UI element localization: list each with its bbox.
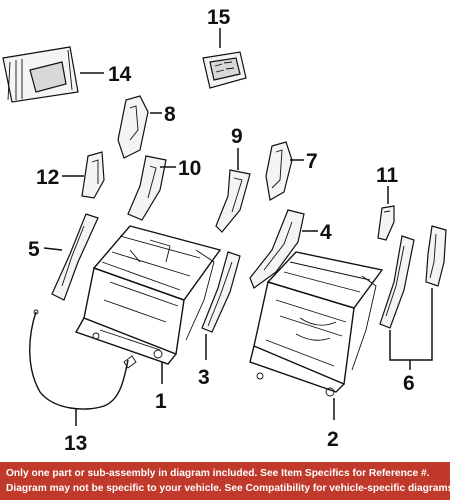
part-2-seat-frame bbox=[249, 251, 384, 397]
callout-1: 1 bbox=[155, 390, 167, 413]
callout-4: 4 bbox=[320, 221, 332, 244]
part-8-shield bbox=[117, 95, 149, 159]
callout-10: 10 bbox=[178, 157, 201, 180]
part-10-bracket bbox=[127, 155, 167, 221]
callout-12: 12 bbox=[36, 166, 59, 189]
part-5-track-cover bbox=[51, 213, 99, 301]
part-13-cable bbox=[29, 309, 137, 410]
callout-13: 13 bbox=[64, 432, 87, 455]
part-6-rails bbox=[379, 225, 447, 329]
part-14-cover-panel bbox=[2, 46, 79, 103]
callout-11: 11 bbox=[376, 164, 399, 187]
callout-8: 8 bbox=[164, 103, 176, 126]
disclaimer-line-2: Diagram may not be specific to your vehi… bbox=[6, 483, 450, 494]
leader-5 bbox=[43, 247, 63, 251]
callout-7: 7 bbox=[306, 150, 318, 173]
callout-14: 14 bbox=[108, 63, 132, 86]
callout-2: 2 bbox=[327, 428, 339, 451]
callout-6: 6 bbox=[403, 372, 415, 395]
part-12-trim bbox=[81, 151, 105, 199]
part-4-bracket bbox=[249, 209, 305, 289]
callout-9: 9 bbox=[231, 125, 243, 148]
callout-15: 15 bbox=[207, 6, 231, 29]
disclaimer-line-1: Only one part or sub-assembly in diagram… bbox=[6, 468, 430, 479]
part-15-switch-module bbox=[202, 51, 247, 89]
part-1-seat-frame bbox=[74, 225, 222, 365]
callout-5: 5 bbox=[28, 238, 40, 261]
callout-3: 3 bbox=[198, 366, 210, 389]
part-9-side-trim bbox=[215, 169, 251, 233]
leader-6 bbox=[389, 288, 433, 370]
disclaimer-banner: Only one part or sub-assembly in diagram… bbox=[0, 462, 450, 500]
part-3-rail bbox=[201, 251, 241, 333]
part-11-clip bbox=[377, 205, 395, 241]
part-7-shield bbox=[265, 141, 293, 201]
parts-diagram: 14 15 8 12 10 9 7 11 bbox=[2, 6, 447, 455]
